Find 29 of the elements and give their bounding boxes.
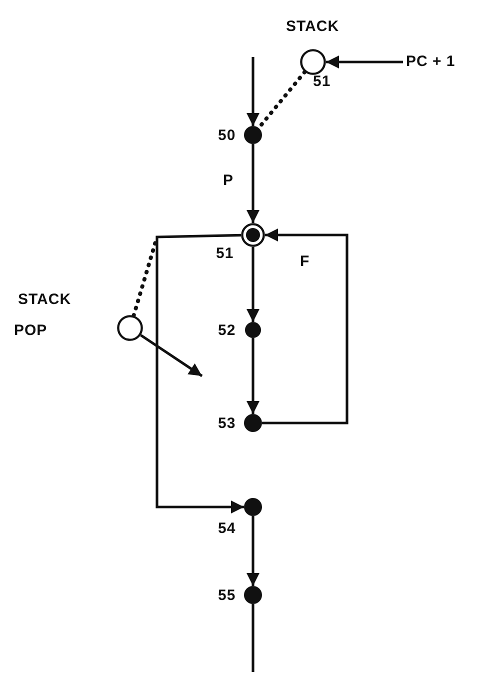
node-label: 53: [218, 415, 236, 432]
state-dot: [244, 126, 262, 144]
node-label: 51: [313, 73, 331, 90]
stack-circle: [117, 315, 143, 341]
arrow: [246, 144, 260, 223]
node-label: 51: [216, 245, 234, 262]
state-dot: [244, 498, 262, 516]
node-label: 50: [218, 127, 236, 144]
arrow: [246, 57, 260, 126]
entry-node: [241, 223, 265, 247]
stack-circle: [300, 49, 326, 75]
arrow: [262, 228, 348, 424]
line: [252, 604, 254, 672]
node-label: 52: [218, 322, 236, 339]
arrow: [326, 56, 403, 68]
arrow: [246, 247, 260, 322]
input-label: PC + 1: [406, 53, 456, 70]
arrow: [246, 338, 260, 414]
state-dot: [245, 322, 261, 338]
node-label: STACK: [286, 18, 340, 35]
arrow: [246, 516, 260, 586]
node-label: 55: [218, 587, 236, 604]
arrow: [140, 334, 203, 378]
state-dot: [244, 414, 262, 432]
node-label: POP: [14, 322, 48, 339]
arrow: [156, 234, 244, 514]
node-label: STACK: [18, 291, 72, 308]
state-dot: [244, 586, 262, 604]
node-label: 54: [218, 520, 236, 537]
